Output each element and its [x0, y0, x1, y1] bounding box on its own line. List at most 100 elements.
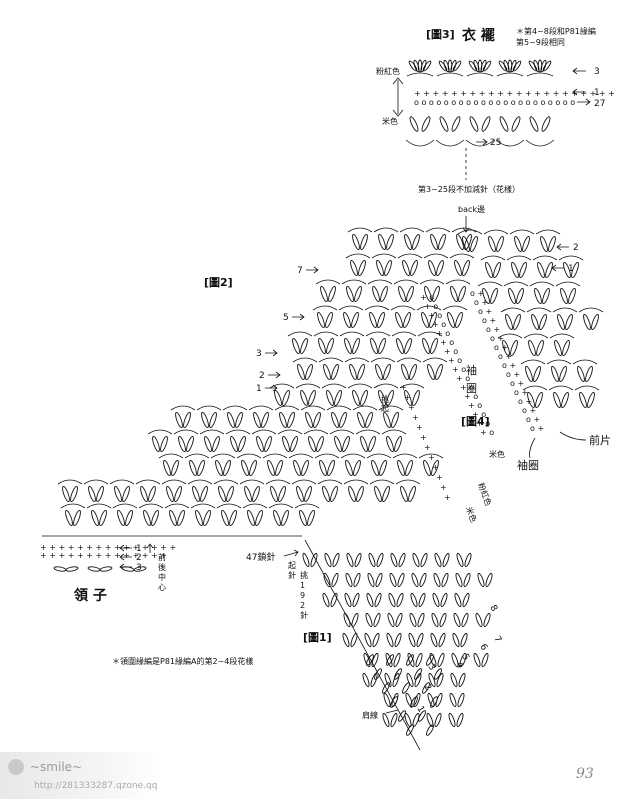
chain-arch [242, 503, 268, 509]
lace-petal [374, 592, 382, 608]
chain-arch [417, 331, 443, 337]
lace-petal [426, 724, 434, 736]
lace-petal [360, 389, 368, 407]
chain-arch [265, 479, 291, 485]
lace-petal [539, 313, 547, 331]
sleeve-stitch: o + [522, 406, 536, 415]
chain-arch [345, 253, 371, 259]
chain-arch [425, 227, 451, 233]
sleeve-stitch: o + [514, 388, 528, 397]
chain-arch [173, 429, 199, 435]
shoulder-line-label: 肩線 [362, 710, 378, 720]
sleeve-stitch: o + [474, 298, 488, 307]
lace-petal [542, 287, 550, 305]
lace-petal [406, 672, 414, 688]
lace-petal [533, 365, 541, 383]
lace-petal [378, 233, 386, 251]
lace-petal [353, 459, 361, 477]
lace-petal [382, 712, 390, 728]
chain-arch [236, 453, 262, 459]
lace-petal [449, 692, 457, 708]
front-row-number: 1 [414, 705, 426, 715]
lace-petal [310, 552, 318, 568]
chain-arch [343, 479, 369, 485]
sleeve-stitch: + o [420, 293, 434, 302]
lace-petal [296, 485, 304, 503]
lace-petal [442, 552, 450, 568]
sleeve-stitch: o + [490, 334, 504, 343]
chain-arch [526, 72, 554, 77]
lace-petal [328, 285, 336, 303]
lace-petal [255, 509, 263, 527]
lace-petal [382, 682, 390, 694]
sleeve-edge-stitches: + o+ o+ o+ o+ o+ o+ o+ o+ o+ o+ o+ o+ o+… [400, 289, 544, 502]
lace-petal [382, 485, 390, 503]
row-number: 2 [573, 243, 579, 253]
row-arrow [306, 266, 319, 274]
lace-petal [308, 435, 316, 453]
lace-petal [457, 692, 465, 708]
lace-petal [53, 566, 67, 572]
sleeve-stitch: o + [518, 397, 532, 406]
lace-petal [436, 672, 444, 688]
lace-petal [469, 116, 479, 132]
chain-arch [239, 479, 265, 485]
sleeve-stitch: + o [468, 401, 482, 410]
lace-petal [383, 411, 391, 429]
lace-petal [334, 435, 342, 453]
lace-petal [125, 509, 133, 527]
lace-petal [455, 311, 463, 329]
chain-arch [318, 357, 344, 363]
chain-arch [503, 281, 529, 287]
chain-arch [367, 279, 393, 285]
lace-petal [419, 572, 427, 588]
lace-petal [227, 411, 235, 429]
lace-petal [529, 116, 539, 132]
lace-petal [397, 572, 405, 588]
chain-arch [546, 359, 572, 365]
front-piece-leader [559, 431, 587, 441]
lace-petal [330, 592, 338, 608]
chain-arch [483, 229, 509, 235]
chain-arch [535, 229, 561, 235]
lace-petal [513, 313, 521, 331]
chain-arch [555, 281, 581, 287]
lace-petal [408, 632, 416, 648]
figure-3-note-1: ＊第4~8段和P81緣編 [516, 26, 596, 36]
lace-petal [350, 632, 358, 648]
lace-petal [450, 59, 457, 73]
sleeve-stitch: + [408, 403, 415, 412]
lace-petal [152, 435, 160, 453]
lace-petal [332, 552, 340, 568]
front-row-number: 5 [459, 653, 471, 663]
front-row-number: 7 [491, 635, 503, 645]
lace-petal [490, 287, 498, 305]
lace-petal [287, 411, 295, 429]
sleeve-stitch: o + [470, 289, 484, 298]
lace-petal [305, 411, 313, 429]
lace-petal [378, 337, 386, 355]
front-piece-label: 前片 [589, 433, 611, 447]
row-number: 1 [568, 264, 574, 274]
watermark-banner [0, 752, 160, 799]
lace-petal [363, 652, 371, 668]
chain-arch [213, 479, 239, 485]
lace-petal [540, 59, 547, 73]
sleeve-stitch: o + [486, 325, 500, 334]
lace-petal [434, 552, 442, 568]
lace-petal [462, 235, 470, 253]
lace-petal [253, 411, 261, 429]
chain-arch [525, 139, 555, 147]
lace-petal [189, 459, 197, 477]
chain-arch [477, 281, 503, 287]
hem-row-1-arrow [572, 88, 586, 96]
chain-arch [269, 383, 295, 389]
sleeve-stitch: + [440, 483, 447, 492]
lace-petal [151, 509, 159, 527]
lace-petal [261, 411, 269, 429]
chain-arch [506, 255, 532, 261]
chain-arch [170, 405, 196, 411]
sleeve-beige-vertical: 米色 [464, 505, 479, 523]
chain-arch [161, 479, 187, 485]
